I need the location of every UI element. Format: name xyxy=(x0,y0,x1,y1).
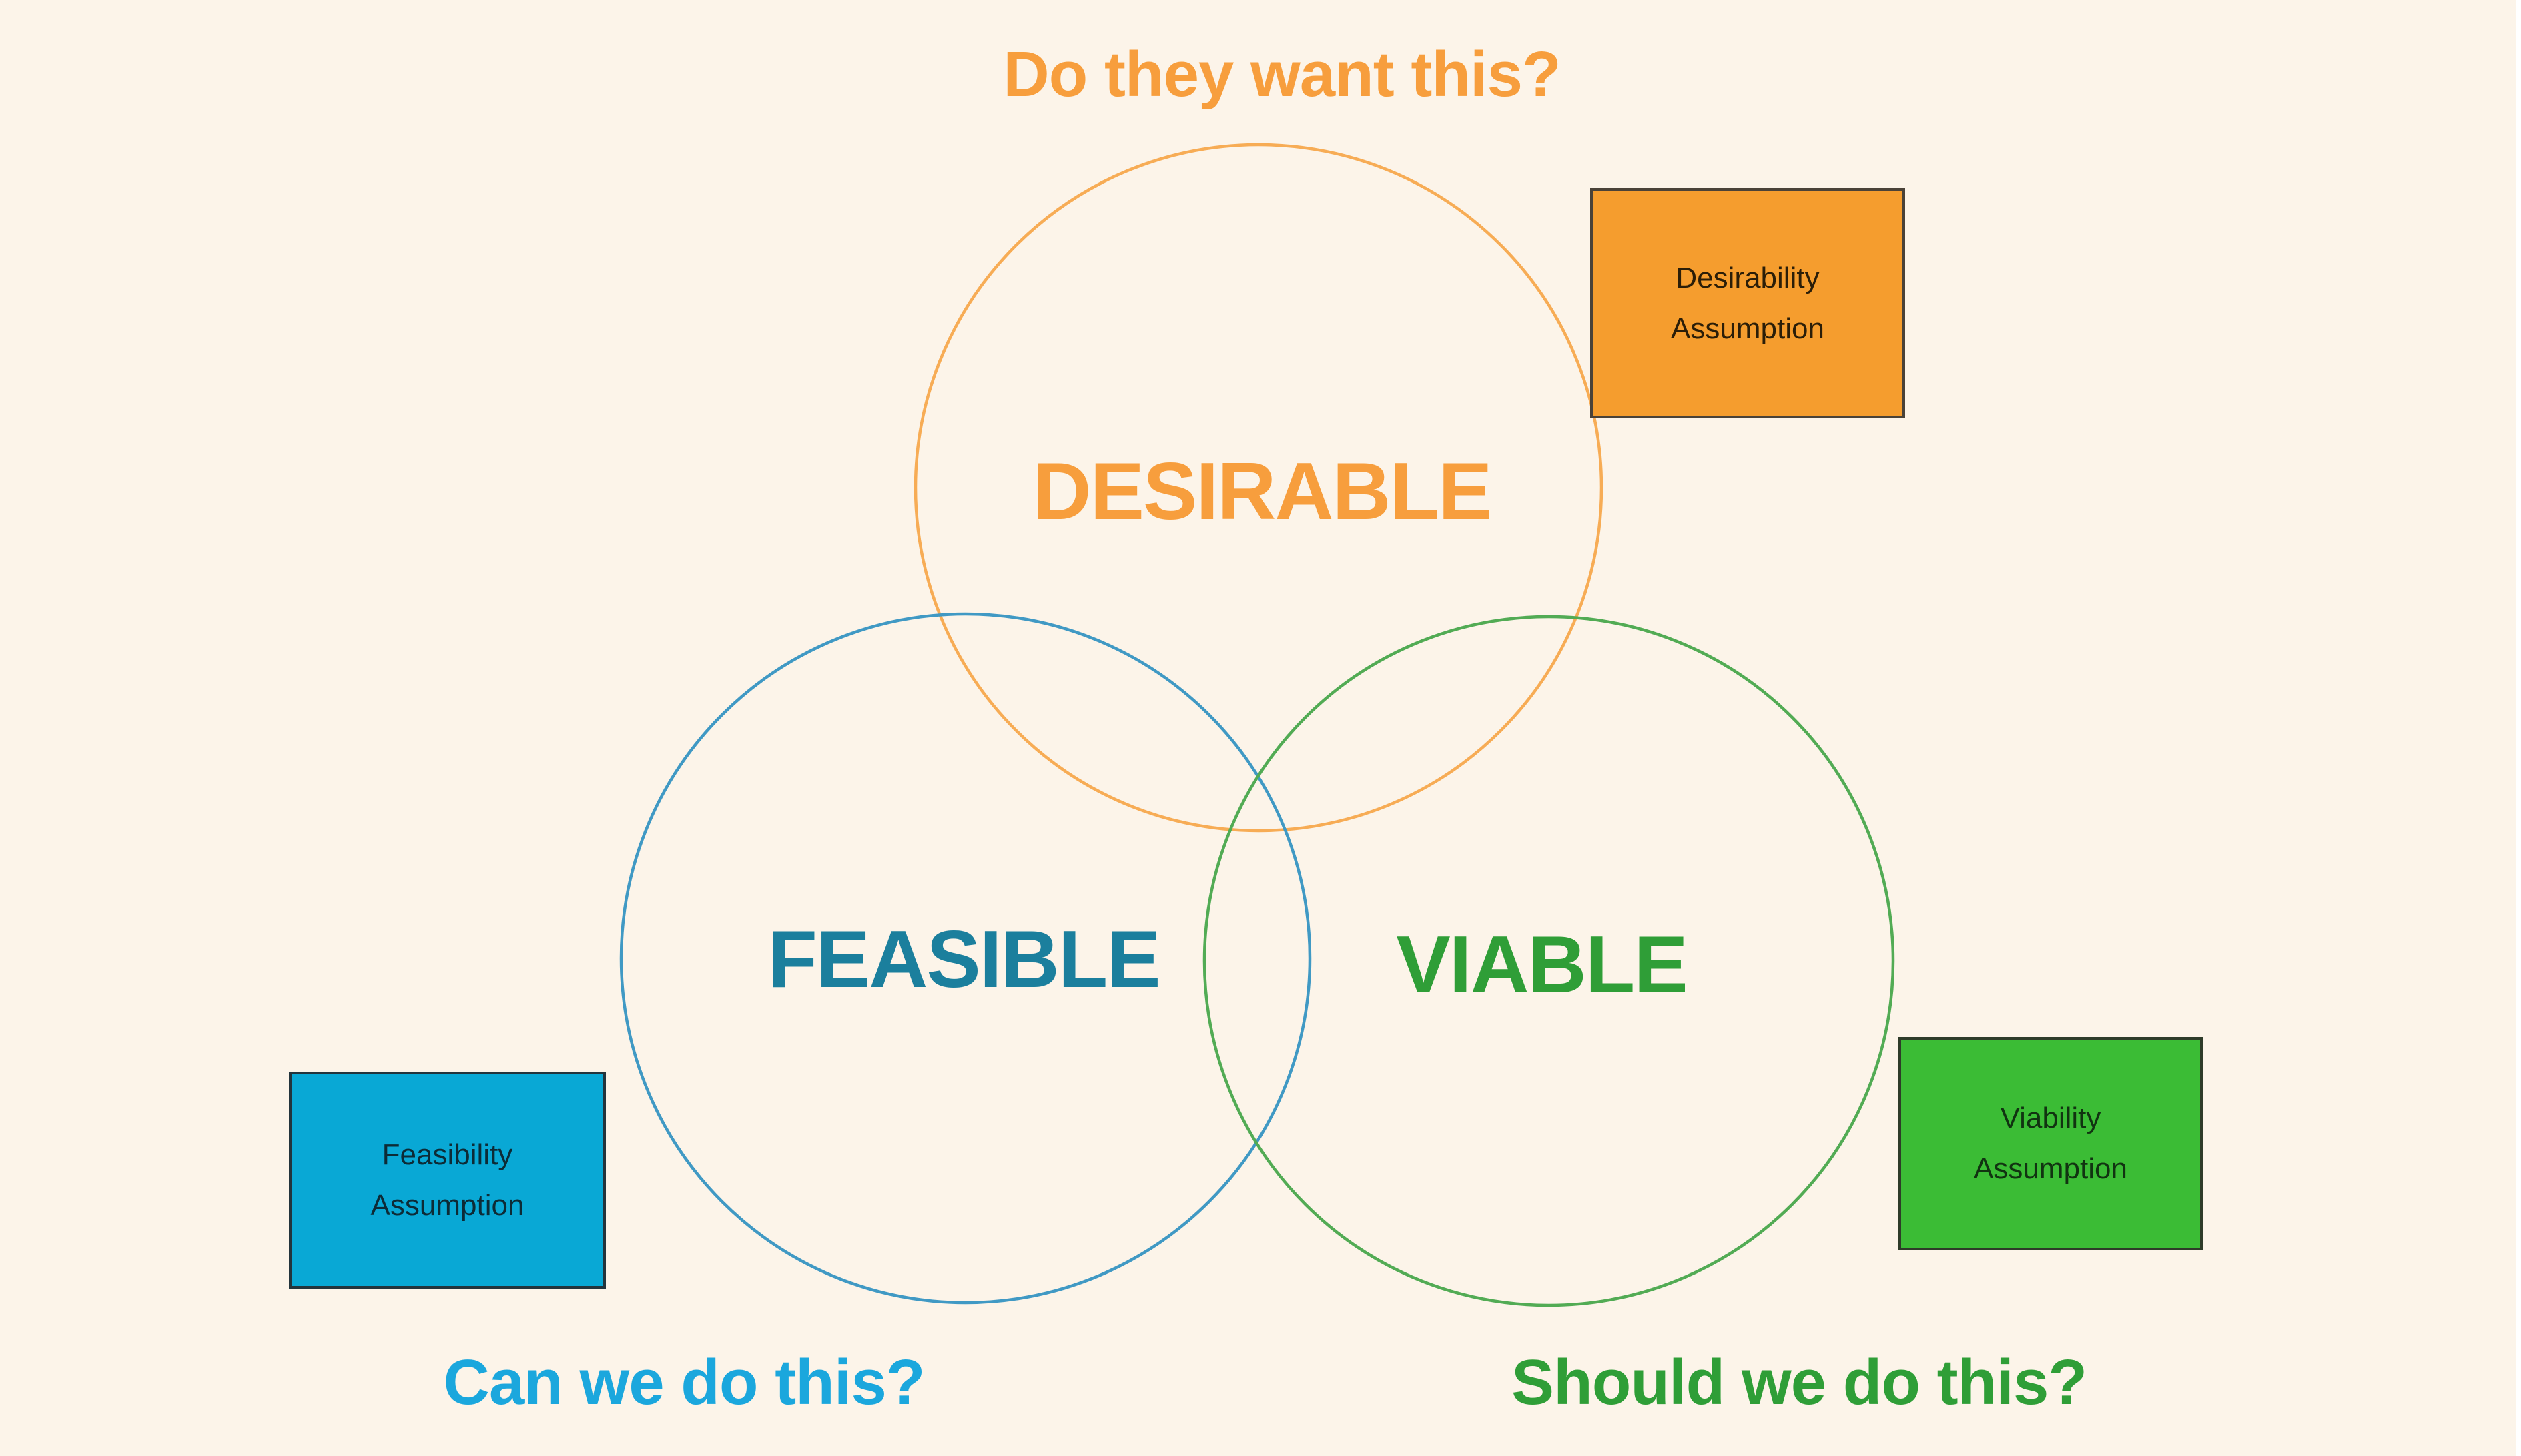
feasibility-assumption-label: Feasibility Assumption xyxy=(371,1130,524,1230)
feasible-label: FEASIBLE xyxy=(767,914,1160,1004)
desirability-assumption-line1: Desirability xyxy=(1676,261,1820,294)
viable-circle xyxy=(1202,615,1895,1307)
desirable-circle xyxy=(914,143,1603,833)
viability-assumption-label: Viability Assumption xyxy=(1974,1093,2127,1194)
feasibility-assumption-line2: Assumption xyxy=(370,1188,524,1222)
viable-label: VIABLE xyxy=(1396,919,1688,1010)
feasible-circle xyxy=(619,612,1312,1305)
feasibility-assumption-box: Feasibility Assumption xyxy=(289,1072,606,1289)
viability-assumption-line2: Assumption xyxy=(1974,1152,2127,1185)
right-edge-strip xyxy=(2516,0,2521,1456)
feasibility-assumption-line1: Feasibility xyxy=(382,1138,513,1171)
desirability-assumption-line2: Assumption xyxy=(1671,312,1824,345)
viability-assumption-box: Viability Assumption xyxy=(1898,1037,2203,1250)
feasible-question: Can we do this? xyxy=(443,1347,925,1418)
desirable-label: DESIRABLE xyxy=(1032,446,1493,536)
viable-question: Should we do this? xyxy=(1511,1347,2087,1418)
desirability-assumption-label: Desirability Assumption xyxy=(1671,253,1824,354)
desirable-question: Do they want this? xyxy=(1003,39,1561,110)
viability-assumption-line1: Viability xyxy=(2000,1102,2101,1135)
desirability-assumption-box: Desirability Assumption xyxy=(1590,188,1905,418)
